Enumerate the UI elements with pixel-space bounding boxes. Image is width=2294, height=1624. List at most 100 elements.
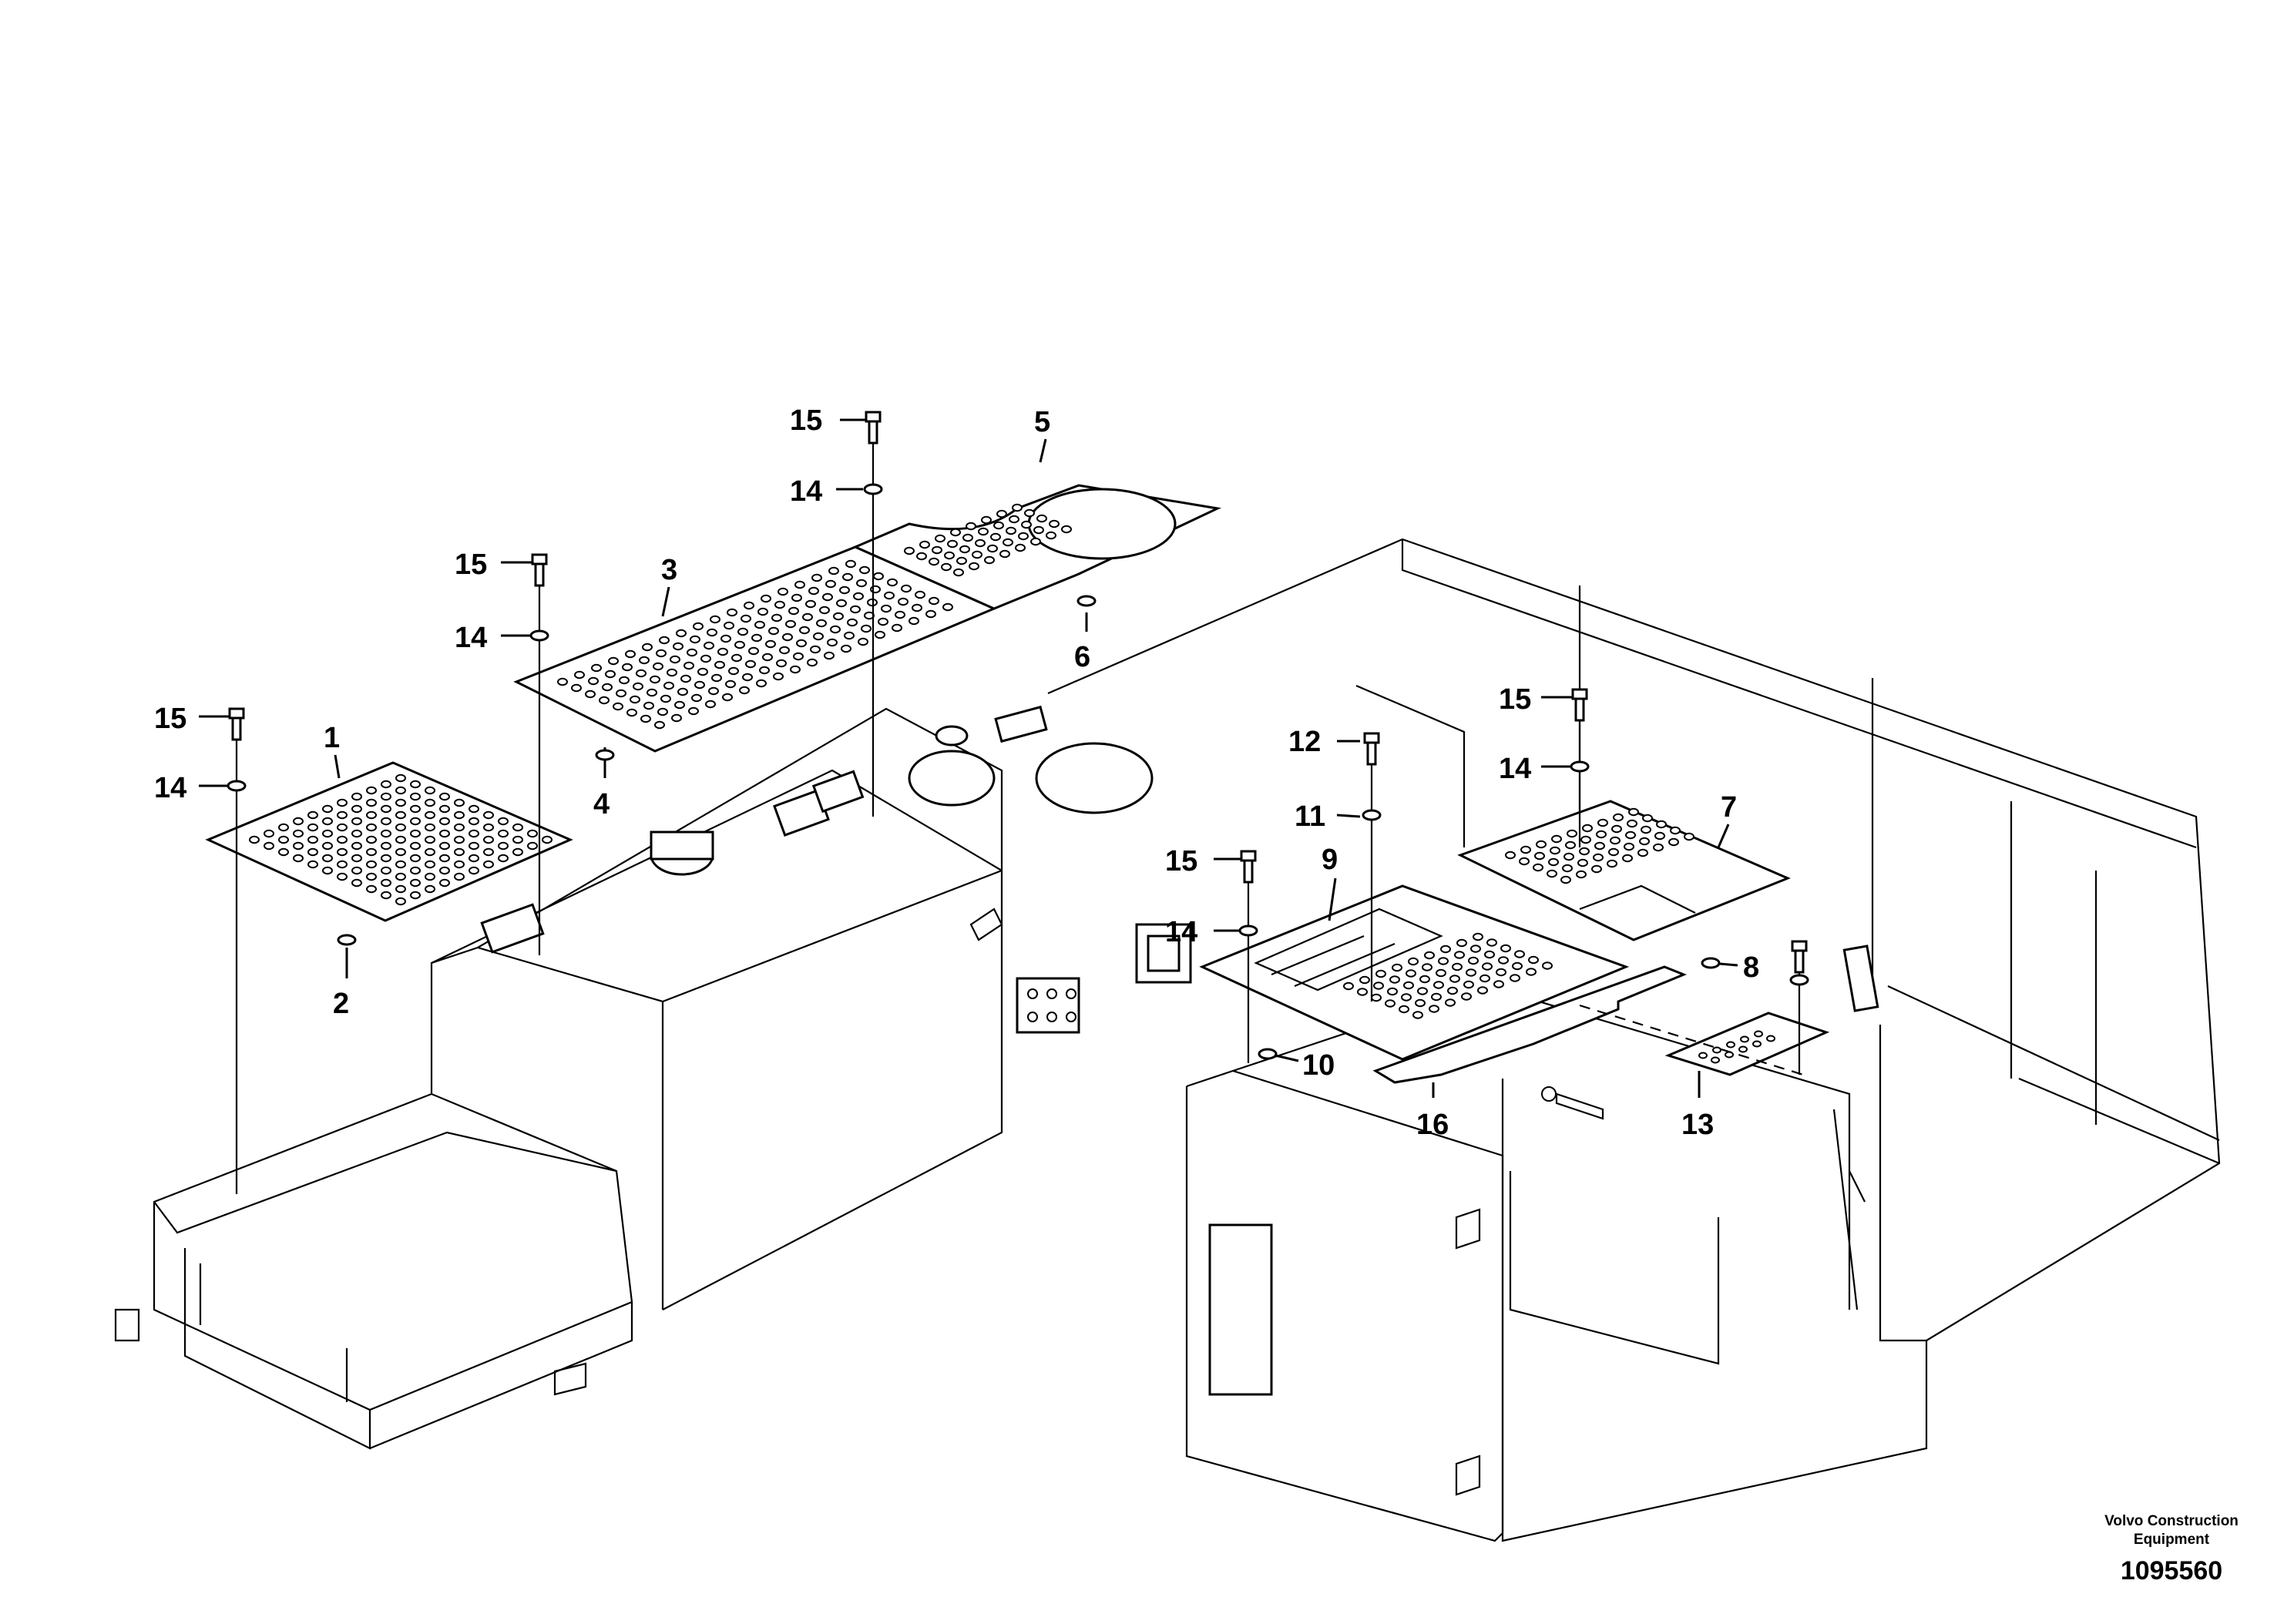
perforation-hole: [351, 854, 362, 863]
perforation-hole: [1412, 1011, 1423, 1019]
perforation-hole: [1447, 986, 1458, 995]
perforation-hole: [1477, 986, 1488, 995]
perforation-hole: [720, 634, 731, 643]
perforation-hole: [1526, 968, 1537, 976]
perforation-hole: [1006, 526, 1016, 535]
perforation-hole: [483, 860, 494, 869]
perforation-hole: [293, 841, 304, 851]
perforation-hole: [1534, 851, 1545, 861]
perforation-hole: [1406, 969, 1416, 978]
perforation-hole: [395, 786, 406, 795]
perforation-hole: [512, 823, 523, 832]
perforation-hole: [1375, 969, 1386, 978]
perforation-hole: [656, 649, 667, 658]
perforation-hole: [904, 546, 915, 555]
perforation-hole: [425, 786, 435, 795]
perforation-hole: [337, 810, 348, 820]
perforation-hole: [754, 620, 765, 629]
perforation-hole: [366, 810, 377, 820]
callout-2: 2: [333, 988, 349, 1020]
washer: [1258, 1048, 1278, 1060]
perforation-hole: [870, 585, 881, 594]
perforation-hole: [1036, 514, 1047, 523]
perforation-hole: [278, 835, 289, 844]
perforation-hole: [650, 675, 660, 684]
perforation-hole: [337, 835, 348, 844]
perforation-hole: [454, 835, 465, 844]
perforation-hole: [878, 617, 888, 626]
perforation-hole: [1003, 538, 1013, 547]
perforation-hole: [454, 847, 465, 857]
perforation-hole: [307, 835, 318, 844]
perforation-hole: [1030, 537, 1041, 546]
perforation-hole: [1519, 857, 1530, 866]
perforation-hole: [366, 872, 377, 881]
perforation-hole: [1049, 519, 1060, 528]
perforation-hole: [322, 854, 333, 863]
perforation-hole: [1533, 863, 1543, 872]
perforation-hole: [1061, 525, 1072, 534]
perforation-hole: [1624, 842, 1634, 851]
perforation-hole: [1440, 945, 1451, 954]
perforation-hole: [700, 654, 711, 663]
perforation-hole: [728, 666, 739, 676]
perforation-hole: [1449, 975, 1460, 983]
perforation-hole: [1712, 1046, 1721, 1054]
perforation-hole: [425, 872, 435, 881]
perforation-hole: [929, 557, 939, 566]
strip-16: [1372, 965, 1804, 1120]
perforation-hole: [527, 841, 538, 851]
perforation-hole: [395, 872, 406, 881]
perforation-hole: [1711, 1056, 1720, 1064]
callout-16: 16: [1416, 1109, 1449, 1141]
perforation-hole: [1754, 1030, 1763, 1038]
perforation-hole: [659, 636, 670, 645]
panel-1: [205, 761, 573, 922]
perforation-hole: [351, 792, 362, 801]
perforation-hole: [811, 573, 822, 582]
perforation-hole: [953, 568, 964, 577]
perforation-hole: [956, 556, 967, 565]
perforation-hole: [915, 590, 925, 599]
perforation-hole: [630, 695, 640, 704]
perforation-hole: [469, 841, 479, 851]
perforation-hole: [395, 835, 406, 844]
perforation-hole: [828, 566, 839, 575]
perforation-hole: [680, 674, 691, 683]
credit-block: Volvo Construction Equipment 1095560: [2104, 1513, 2239, 1585]
perforation-hole: [626, 708, 637, 717]
perforation-hole: [1622, 854, 1633, 863]
perforation-hole: [1399, 1005, 1409, 1014]
perforation-hole: [737, 627, 748, 636]
perforation-hole: [498, 817, 509, 826]
perforation-hole: [469, 829, 479, 838]
perforation-hole: [667, 668, 677, 677]
washer: [1238, 924, 1258, 937]
perforation-hole: [439, 792, 450, 801]
perforation-hole: [512, 847, 523, 857]
perforation-hole: [841, 644, 851, 653]
perforation-hole: [708, 686, 719, 696]
perforation-hole: [322, 841, 333, 851]
perforation-hole: [337, 823, 348, 832]
perforation-hole: [859, 565, 870, 575]
perforation-hole: [774, 600, 785, 609]
perforation-hole: [622, 663, 633, 672]
perforation-hole: [739, 686, 750, 695]
perforation-hole: [1024, 508, 1035, 518]
perforation-hole: [322, 817, 333, 826]
callout-labels: 1 2 3 4 5 6 7 8 9 10 11 12 13 14 14 14 1…: [154, 404, 1759, 1141]
perforation-hole: [366, 835, 377, 844]
perforation-hole: [381, 866, 391, 875]
perforation-hole: [673, 642, 683, 651]
perforation-hole: [351, 829, 362, 838]
perforation-hole: [410, 829, 421, 838]
perforation-hole: [671, 713, 682, 723]
perforation-hole: [816, 619, 827, 628]
perforation-hole: [1740, 1035, 1749, 1043]
perforation-hole: [1639, 837, 1650, 846]
perforation-hole: [748, 646, 759, 656]
perforation-hole: [1520, 845, 1531, 854]
perforation-hole: [439, 854, 450, 863]
callout-15-a: 15: [790, 404, 822, 437]
